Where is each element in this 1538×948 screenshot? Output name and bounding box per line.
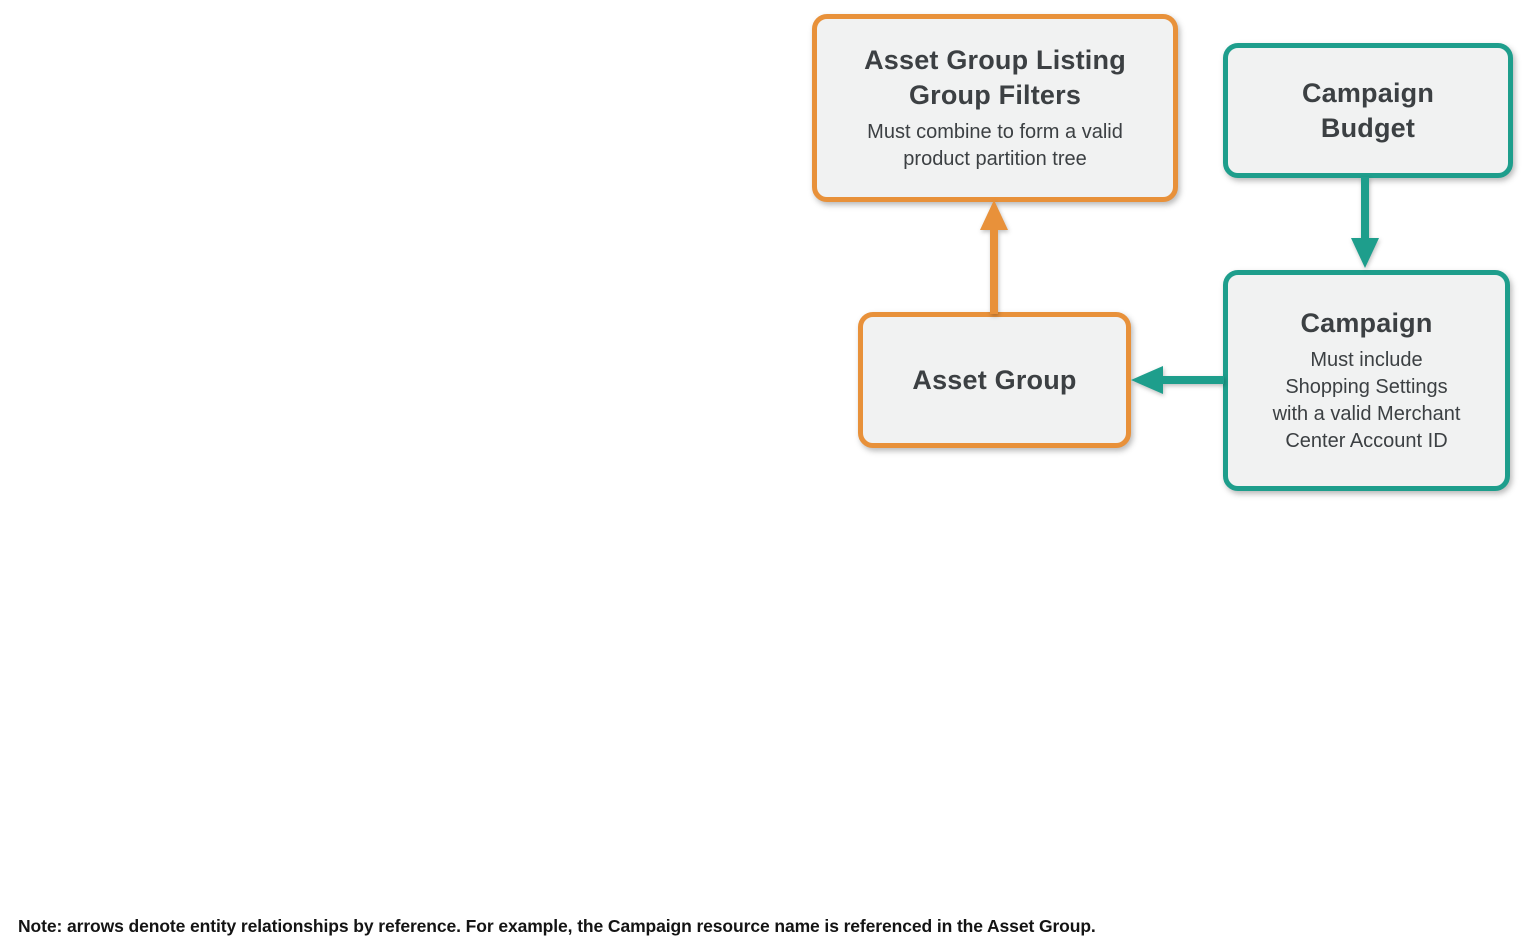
arrowhead-up-icon [980,200,1008,230]
node-title: Campaign [1300,307,1433,338]
arrow-shaft [990,228,998,314]
node-asset-group: Asset Group [858,312,1131,448]
node-title: Campaign Budget [1301,77,1435,143]
arrowhead-left-icon [1131,366,1163,394]
arrowhead-down-icon [1351,238,1379,268]
node-subtitle: Must include Shopping Settings with a va… [1272,349,1461,453]
footnote: Note: arrows denote entity relationships… [18,916,1096,936]
node-title: Asset Group [912,364,1077,395]
node-title: Asset Group Listing Group Filters [864,44,1126,110]
node-asset-group-listing-group-filters: Asset Group Listing Group Filters Must c… [812,14,1178,202]
node-campaign-budget: Campaign Budget [1223,43,1513,178]
arrow-shaft [1160,376,1224,384]
node-subtitle: Must combine to form a valid product par… [867,121,1123,171]
node-campaign: Campaign Must include Shopping Settings … [1223,270,1510,491]
arrow-shaft [1361,177,1369,240]
